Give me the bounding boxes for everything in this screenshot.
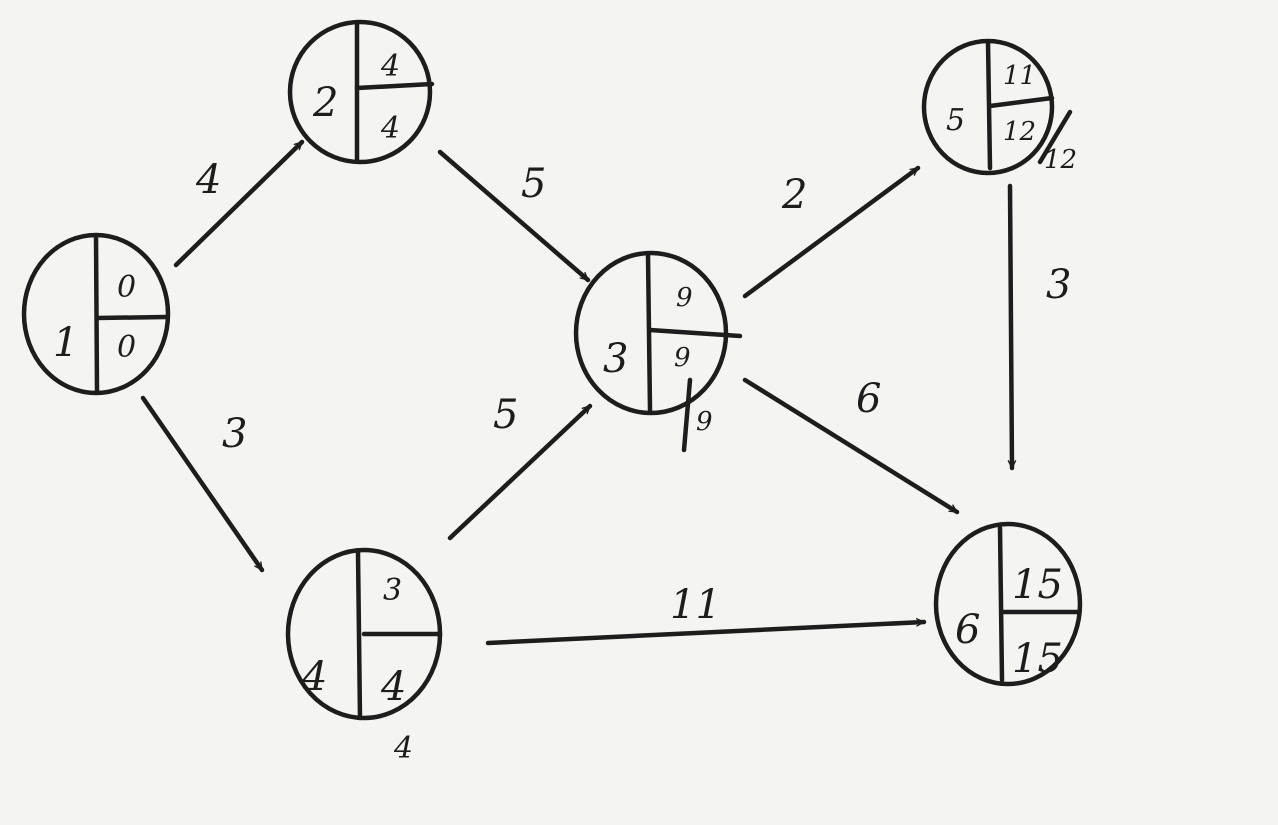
node-4-extra-value: 4 (393, 731, 413, 766)
node-1: 1 0 0 (21, 232, 171, 396)
node-6-early-time: 15 (1012, 562, 1063, 608)
node-4-id: 4 (301, 654, 327, 700)
node-5-early-time: 11 (1003, 61, 1036, 91)
edge-4-6-weight: 11 (670, 582, 721, 628)
node-3-late-time: 9 (674, 343, 691, 373)
edge-2-3: 5 (437, 149, 591, 283)
edge-1-2-weight: 4 (195, 157, 221, 203)
edge-1-4-weight: 3 (222, 411, 247, 457)
node-5-id: 5 (946, 103, 965, 138)
edge-3-5: 2 (742, 165, 921, 299)
edge-3-5-weight: 2 (781, 172, 807, 218)
edge-2-3-weight: 5 (521, 161, 546, 207)
edge-4-3-weight: 5 (493, 392, 518, 438)
node-2-late-time: 4 (380, 111, 400, 146)
node-1-id: 1 (53, 320, 78, 366)
edge-5-6-weight: 3 (1046, 262, 1071, 308)
node-2: 2 4 4 (287, 19, 435, 165)
node-3-id: 3 (603, 336, 628, 382)
node-3-early-time: 9 (676, 283, 693, 313)
node-3-extra-value: 9 (696, 407, 713, 437)
edge-1-4: 3 (140, 395, 265, 573)
node-5-extra-value: 12 (1044, 145, 1077, 175)
edge-4-3: 5 (447, 392, 593, 541)
node-5: 5 11 12 12 (921, 38, 1077, 176)
edge-5-6: 3 (1007, 183, 1071, 471)
node-5-extra-slash (1037, 109, 1073, 165)
node-2-id: 2 (312, 80, 338, 126)
node-3: 3 9 9 9 (573, 250, 743, 453)
node-4-early-time: 3 (383, 573, 402, 608)
node-5-late-time: 12 (1003, 117, 1036, 147)
node-2-early-time: 4 (380, 49, 400, 84)
node-4: 4 3 4 4 (285, 547, 443, 766)
edge-4-6: 11 (485, 582, 927, 646)
node-3-extra-line (681, 377, 693, 453)
edge-3-6-weight: 6 (856, 376, 881, 422)
edge-3-6: 6 (742, 376, 960, 515)
node-6: 6 15 15 (933, 521, 1083, 687)
node-1-late-time: 0 (117, 330, 136, 365)
node-6-id: 6 (955, 607, 980, 653)
node-1-early-time: 0 (117, 270, 136, 305)
edge-1-2: 4 (173, 139, 305, 268)
node-6-late-time: 15 (1012, 636, 1063, 682)
node-4-late-time: 4 (380, 664, 406, 710)
